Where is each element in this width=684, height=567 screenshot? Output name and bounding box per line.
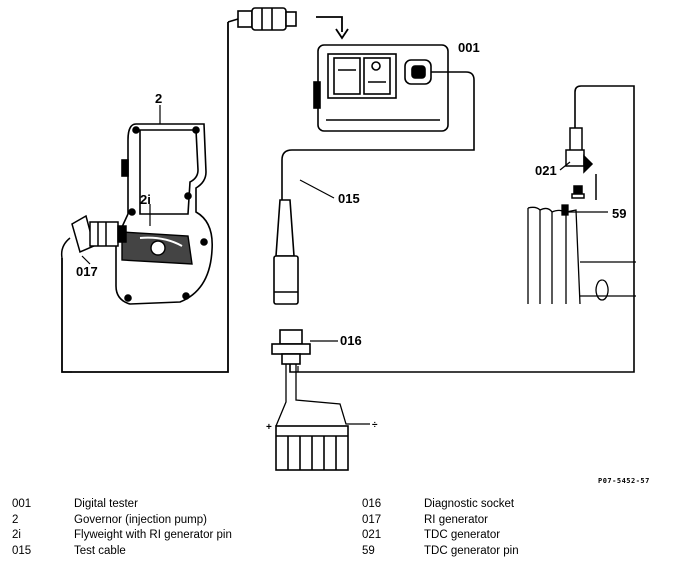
connect-arrow-icon (316, 16, 343, 32)
top-cable-connector (227, 7, 297, 31)
ri-generator (60, 214, 127, 259)
tester-right-cable (281, 71, 475, 205)
callout-2i: 2i (140, 192, 151, 207)
tdc-cable (289, 85, 635, 373)
test-cable-probe (273, 199, 299, 305)
callout-001: 001 (458, 40, 480, 55)
flyweight (121, 231, 193, 265)
battery (275, 425, 349, 471)
wiring-diagram: + ÷ 001 2 2i 015 016 017 021 59 (60, 7, 636, 471)
figure-code: P07-5452-57 (598, 477, 650, 485)
callout-017: 017 (76, 264, 98, 279)
main-cable (61, 22, 229, 373)
callout-59: 59 (612, 206, 626, 221)
flywheel (527, 204, 636, 305)
tdc-generator (565, 127, 597, 200)
callout-016: 016 (340, 333, 362, 348)
governor (115, 123, 213, 305)
digital-tester (313, 44, 449, 132)
svg-text:+: + (266, 422, 272, 433)
callout-021: 021 (535, 163, 557, 178)
diagnostic-socket (271, 329, 311, 365)
callout-2: 2 (155, 91, 162, 106)
callout-015: 015 (338, 191, 360, 206)
svg-text:÷: ÷ (372, 420, 378, 431)
